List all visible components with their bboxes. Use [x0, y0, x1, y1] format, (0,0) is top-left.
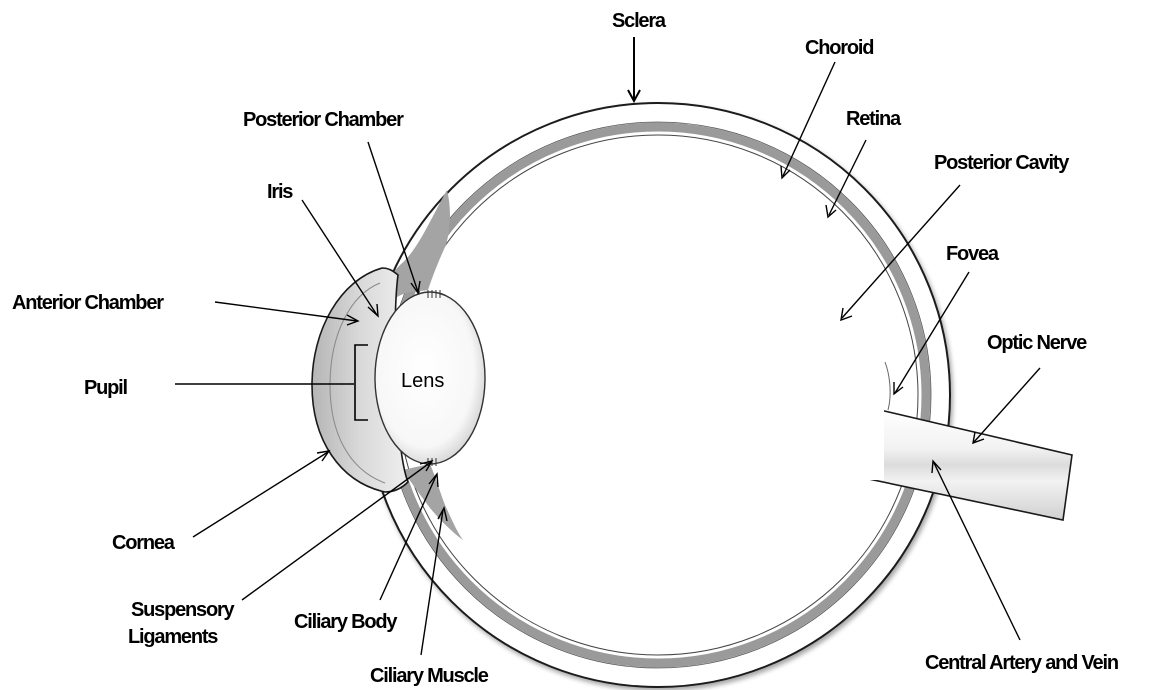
ciliary-body-label: Ciliary Body: [294, 611, 398, 633]
sclera-label: Sclera: [612, 10, 667, 32]
optic-nerve-label: Optic Nerve: [987, 332, 1087, 354]
ciliary-muscle-label: Ciliary Muscle: [370, 665, 489, 687]
anterior-chamber-label: Anterior Chamber: [12, 292, 164, 314]
central-artery-label: Central Artery and Vein: [925, 652, 1118, 674]
choroid-label: Choroid: [805, 37, 873, 59]
posterior-cavity-label: Posterior Cavity: [934, 152, 1070, 174]
cornea-label: Cornea: [112, 532, 176, 554]
pupil-label: Pupil: [84, 377, 128, 399]
retina-label: Retina: [846, 108, 902, 130]
lens-label: Lens: [401, 370, 444, 392]
iris-label: Iris: [267, 181, 293, 203]
posterior-chamber-label: Posterior Chamber: [243, 109, 404, 131]
suspensory-label-line1: Suspensory: [131, 599, 236, 621]
suspensory-label-line2: Ligaments: [128, 626, 218, 648]
fovea-label: Fovea: [946, 243, 1000, 265]
